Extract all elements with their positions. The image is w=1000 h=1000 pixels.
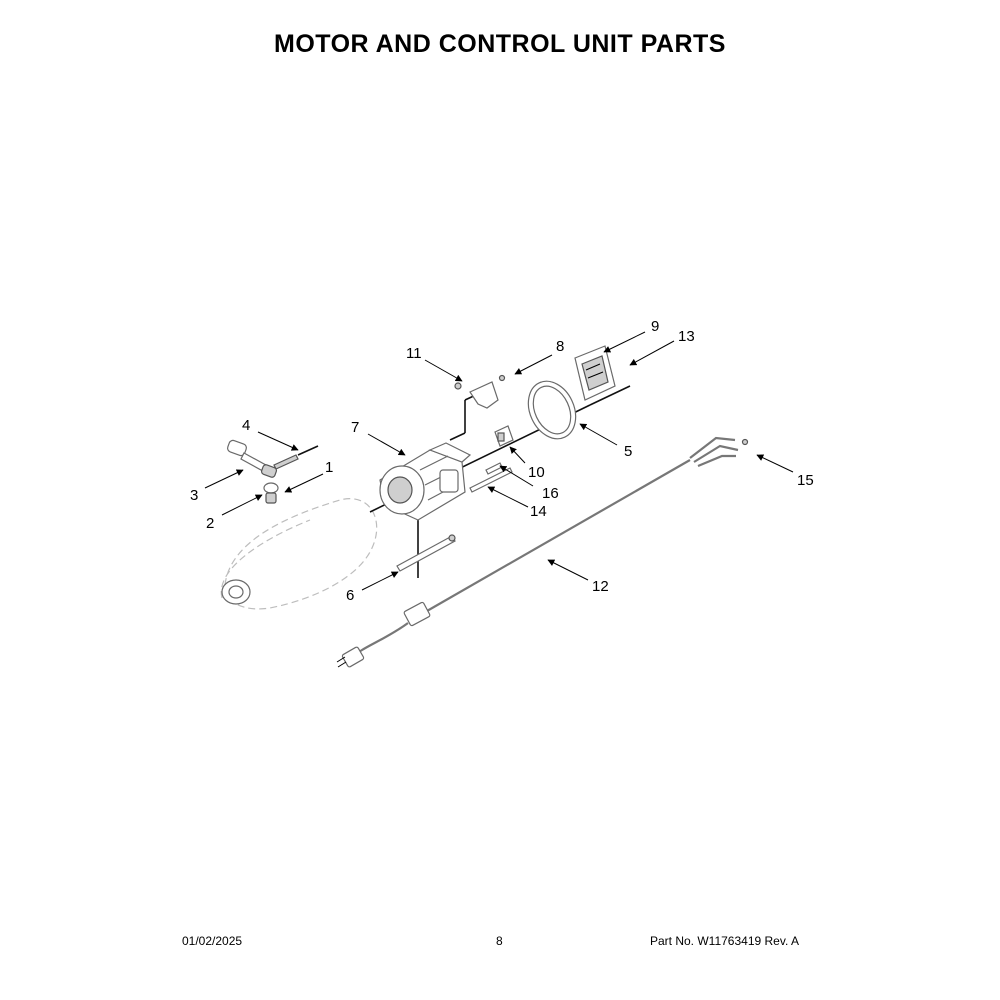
part-screw-washer — [263, 482, 279, 504]
part-drive-shaft — [227, 439, 278, 478]
callout-1: 1 — [325, 459, 333, 476]
mixer-housing-outline — [220, 498, 378, 610]
footer-page-number: 8 — [496, 934, 503, 948]
callout-9: 9 — [651, 318, 659, 335]
callout-3: 3 — [190, 487, 198, 504]
page-title: MOTOR AND CONTROL UNIT PARTS — [274, 30, 726, 58]
callout-2: 2 — [206, 515, 214, 532]
part-wire-connectors — [689, 436, 749, 468]
callout-leaders — [204, 331, 794, 591]
part-motor — [379, 442, 472, 521]
callout-labels: 1 2 3 4 5 6 7 8 9 10 11 12 13 14 15 16 — [190, 318, 814, 604]
part-power-cord — [336, 459, 691, 668]
footer-part-number: Part No. W11763419 Rev. A — [650, 934, 799, 948]
part-sensor — [494, 425, 514, 447]
callout-4: 4 — [242, 417, 250, 434]
callout-8: 8 — [556, 338, 564, 355]
callout-5: 5 — [624, 443, 632, 460]
callout-14: 14 — [530, 503, 547, 520]
part-rod — [396, 534, 456, 572]
callout-10: 10 — [528, 464, 545, 481]
callout-6: 6 — [346, 587, 354, 604]
callout-7: 7 — [351, 419, 359, 436]
callout-13: 13 — [678, 328, 695, 345]
callout-12: 12 — [592, 578, 609, 595]
callout-11: 11 — [406, 345, 422, 362]
callout-15: 15 — [797, 472, 814, 489]
callout-16: 16 — [542, 485, 559, 502]
part-pins — [469, 462, 513, 493]
part-bracket — [454, 374, 506, 409]
part-control-board — [574, 345, 616, 401]
footer-date: 01/02/2025 — [182, 934, 243, 948]
part-ring — [527, 380, 577, 440]
